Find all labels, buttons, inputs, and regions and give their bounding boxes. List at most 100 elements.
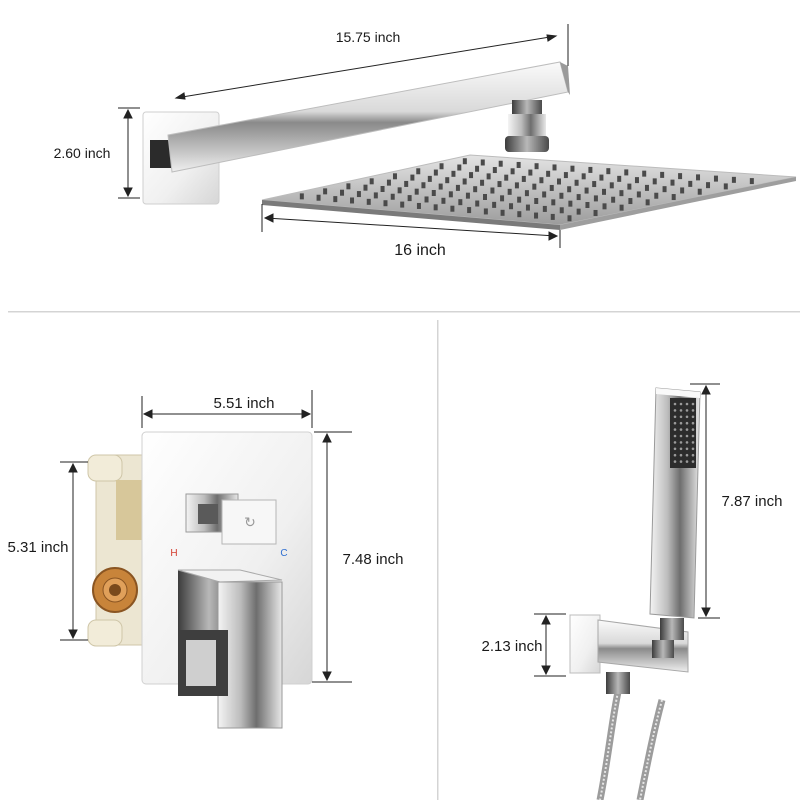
hand-nozzle <box>691 434 695 438</box>
nozzle <box>407 195 412 202</box>
hand-nozzle <box>679 447 683 451</box>
nozzle <box>581 173 586 180</box>
nozzle <box>542 205 547 212</box>
hand-nozzle <box>691 453 695 457</box>
mixing-valve: ↻ H C <box>87 431 313 729</box>
nozzle <box>299 193 304 200</box>
nozzle <box>458 199 463 206</box>
hand-nozzle <box>679 402 683 406</box>
nozzle <box>671 194 676 201</box>
nozzle <box>731 176 736 183</box>
nozzle <box>570 165 575 172</box>
nozzle <box>416 168 421 175</box>
nozzle <box>439 163 444 170</box>
nozzle <box>433 169 438 176</box>
hand-nozzle <box>673 460 677 463</box>
nozzle <box>467 207 472 214</box>
nozzle <box>500 209 505 216</box>
hand-nozzle <box>679 441 683 444</box>
nozzle <box>688 180 693 187</box>
nozzle <box>356 191 361 198</box>
nozzle <box>696 174 701 181</box>
nozzle <box>627 183 632 190</box>
nozzle <box>576 208 581 215</box>
hand-shower-nozzle-face <box>670 398 696 468</box>
nozzle <box>557 178 561 185</box>
label-plate-height: 7.48 inch <box>343 551 404 568</box>
nozzle <box>576 194 581 201</box>
nozzle <box>473 186 478 193</box>
nozzle <box>441 197 446 204</box>
nozzle <box>404 180 409 187</box>
nozzle <box>390 193 395 200</box>
nozzle <box>475 165 480 172</box>
nozzle <box>524 190 529 197</box>
divider-vertical <box>437 320 439 800</box>
hand-nozzle <box>679 428 683 431</box>
nozzle <box>549 184 554 191</box>
valve-housing <box>87 454 149 647</box>
hand-nozzle <box>685 447 689 451</box>
nozzle <box>584 187 589 194</box>
nozzle <box>333 196 338 203</box>
nozzle <box>483 208 488 215</box>
nozzle <box>662 186 667 193</box>
nozzle <box>431 190 436 196</box>
nozzle <box>340 189 345 196</box>
nozzle <box>323 188 328 195</box>
nozzle <box>636 191 641 198</box>
nozzle <box>451 170 456 177</box>
nozzle <box>509 203 514 210</box>
nozzle <box>593 209 598 216</box>
hand-nozzle <box>679 409 683 412</box>
nozzle <box>552 164 557 171</box>
nozzle <box>592 181 597 188</box>
nozzle <box>521 175 526 182</box>
hand-nozzle <box>691 409 695 412</box>
label-body-height: 5.31 inch <box>8 539 69 556</box>
nozzle <box>383 200 388 207</box>
label-plate-width: 5.51 inch <box>214 395 275 412</box>
nozzle <box>602 188 607 195</box>
nozzle <box>723 183 728 190</box>
cold-mark: C <box>280 548 287 559</box>
nozzle <box>567 186 572 193</box>
nozzle <box>462 158 467 165</box>
nozzle <box>574 179 579 186</box>
nozzle <box>427 175 432 182</box>
dimension-head-width <box>261 204 561 248</box>
hand-nozzle <box>685 434 689 438</box>
dimension-arm-length <box>174 24 569 100</box>
hand-nozzle <box>691 428 695 431</box>
hand-nozzle <box>673 453 677 457</box>
nozzle <box>559 192 564 199</box>
nozzle <box>424 196 429 203</box>
hand-nozzle <box>685 409 689 412</box>
label-head-width: 16 inch <box>394 242 446 259</box>
hand-nozzle <box>673 402 677 406</box>
label-flange-height: 2.60 inch <box>54 145 111 161</box>
nozzle <box>654 192 659 199</box>
hand-nozzle <box>673 434 677 438</box>
nozzle <box>397 187 402 194</box>
nozzle <box>480 159 485 166</box>
nozzle <box>532 183 537 190</box>
nozzle <box>585 202 590 208</box>
nozzle <box>606 168 611 175</box>
nozzle <box>438 183 443 190</box>
nozzle <box>652 178 657 185</box>
nozzle <box>611 196 616 203</box>
nozzle <box>316 194 321 201</box>
nozzle <box>551 199 556 206</box>
dimension-holder-height <box>534 613 566 677</box>
nozzle <box>644 184 649 191</box>
nozzle <box>363 184 368 191</box>
nozzle <box>619 204 624 211</box>
hand-nozzle <box>691 415 695 419</box>
nozzle <box>392 173 397 180</box>
nozzle <box>517 196 522 203</box>
nozzle <box>455 184 460 191</box>
nozzle <box>713 175 718 182</box>
hand-shower-nozzles <box>673 402 695 463</box>
nozzle <box>528 169 533 176</box>
